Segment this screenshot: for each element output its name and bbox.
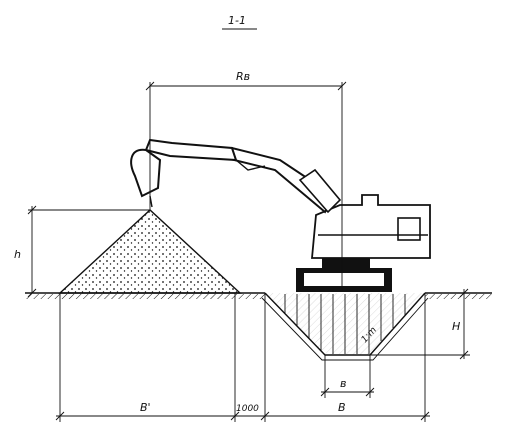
pit-fill-lines bbox=[284, 294, 406, 354]
pit-depth-dimension bbox=[370, 288, 470, 360]
bottom-width-label: в bbox=[340, 377, 346, 390]
pile-height-dimension bbox=[27, 205, 150, 298]
excavation-pit bbox=[261, 292, 429, 361]
pile-height-label: h bbox=[14, 248, 21, 261]
reach-radius-dimension bbox=[145, 81, 347, 290]
section-title: 1-1 bbox=[228, 14, 246, 27]
excavator bbox=[130, 138, 431, 292]
pile-width-label: B' bbox=[140, 401, 151, 414]
pit-depth-label: H bbox=[452, 320, 460, 333]
bottom-width-dimension bbox=[320, 355, 375, 398]
excavator-arm bbox=[144, 138, 238, 162]
excavator-bucket bbox=[130, 148, 162, 198]
top-width-label: B bbox=[338, 401, 346, 414]
soil-pile bbox=[58, 209, 242, 294]
reach-radius-label: Rв bbox=[236, 70, 250, 83]
gap-label: 1000 bbox=[236, 404, 259, 414]
base-dimension-chain bbox=[55, 293, 430, 422]
